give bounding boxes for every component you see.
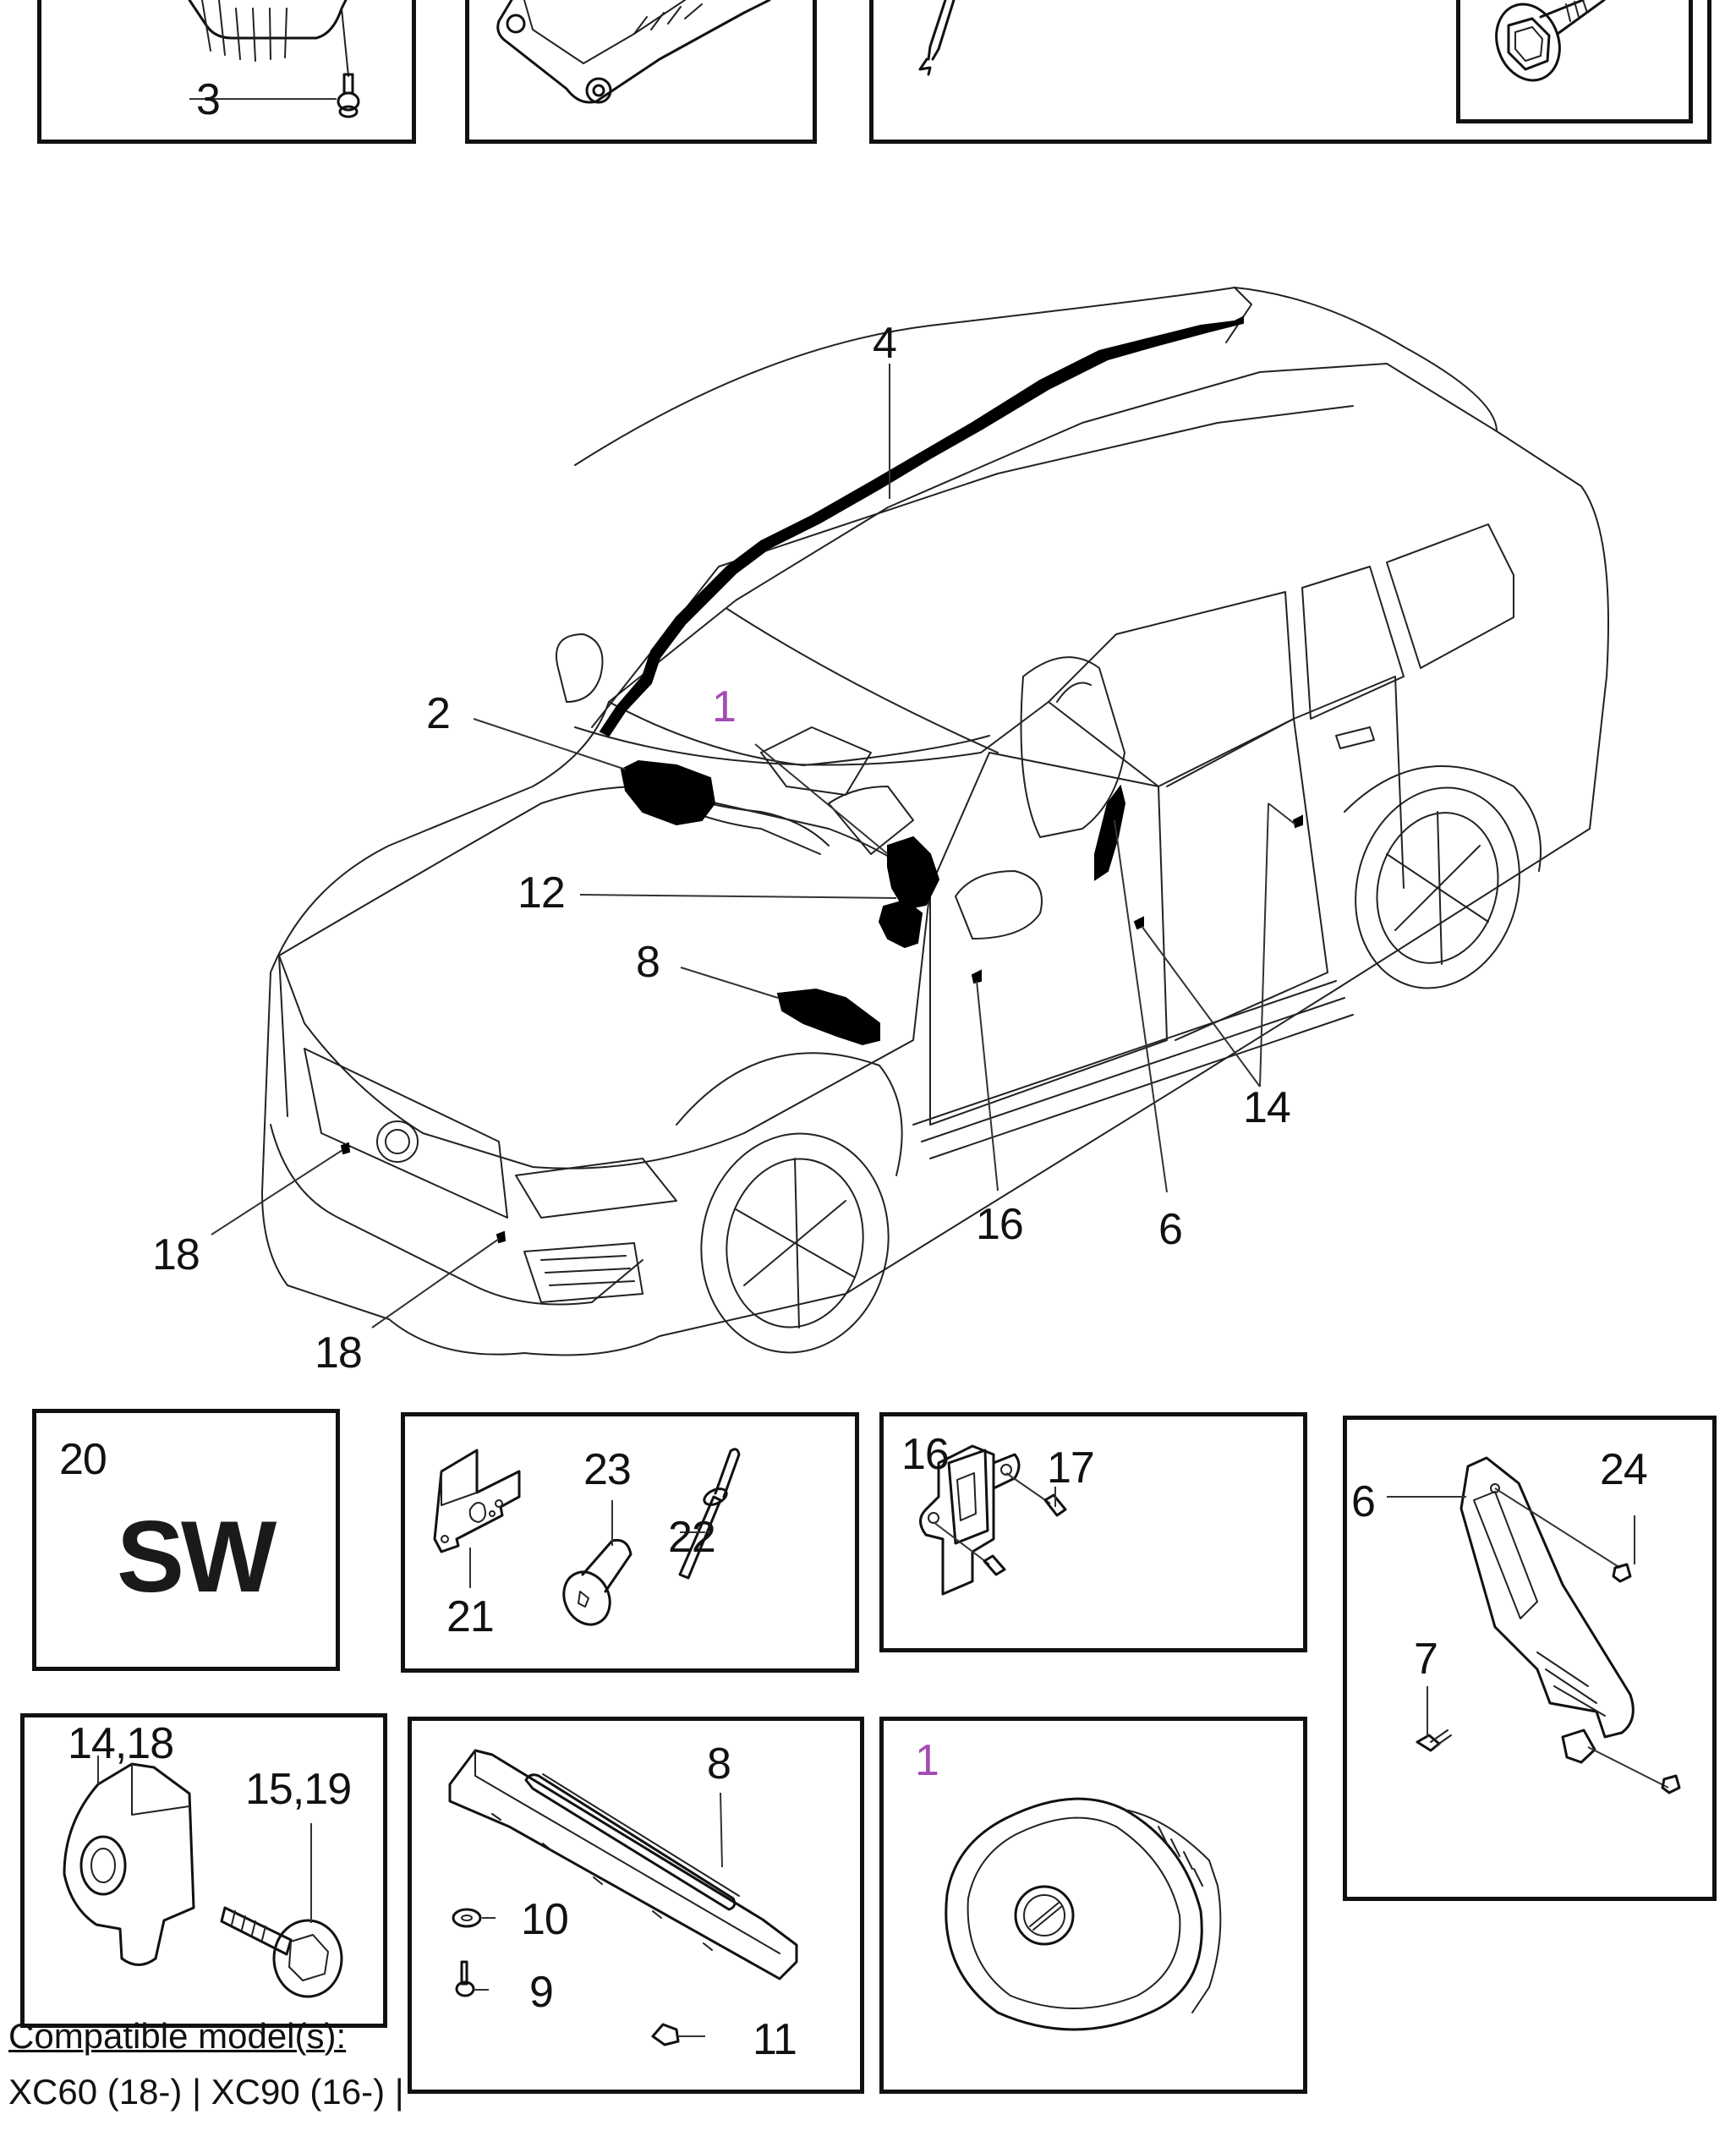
crash-sensor-illustration [919, 1444, 1067, 1596]
crash-sensor-panel [879, 1412, 1307, 1652]
callout-6-panel: 6 [1351, 1477, 1376, 1526]
callout-15-19: 15,19 [245, 1765, 352, 1814]
callout-24: 24 [1600, 1445, 1648, 1494]
top-panel-a [37, 0, 416, 144]
callout-1-panel: 1 [915, 1736, 939, 1785]
callout-12: 12 [518, 868, 566, 918]
callout-2: 2 [426, 689, 451, 738]
software-panel [32, 1409, 340, 1671]
callout-1-steering-airbag: 1 [712, 682, 737, 731]
callout-23: 23 [583, 1445, 632, 1494]
callout-18-right: 18 [315, 1328, 363, 1378]
callout-22: 22 [668, 1513, 716, 1562]
compatible-models-list: XC60 (18-) | XC90 (16-) | [8, 2072, 404, 2112]
callout-21: 21 [446, 1592, 495, 1641]
vehicle-overview-illustration [211, 287, 1609, 1356]
knee-airbag-illustration [448, 1749, 798, 2046]
callout-8: 8 [636, 938, 660, 987]
callout-18-left: 18 [152, 1230, 200, 1279]
callout-16-panel: 16 [901, 1430, 950, 1479]
callout-3: 3 [196, 75, 221, 124]
steering-airbag-illustration [945, 1797, 1222, 2031]
harness-illustration [918, 0, 956, 76]
callout-6: 6 [1158, 1205, 1183, 1254]
callout-14-18: 14,18 [68, 1719, 174, 1768]
flange-bolt-illustration [1495, 0, 1606, 82]
callout-20: 20 [59, 1435, 107, 1484]
compatible-models-title: Compatible model(s): [8, 2016, 347, 2056]
bracket-rivet-illustration [433, 1448, 741, 1626]
side-airbag-illustration [1387, 1456, 1681, 1794]
control-module-illustration [188, 0, 360, 118]
callout-16: 16 [976, 1200, 1024, 1249]
steering-airbag-panel [879, 1717, 1307, 2094]
callout-9: 9 [529, 1968, 554, 2017]
callout-11: 11 [753, 2015, 797, 2064]
airbag-module-illustration [496, 0, 771, 104]
software-label: SW [117, 1500, 277, 1613]
callout-14: 14 [1243, 1083, 1291, 1132]
impact-sensor-illustration [63, 1756, 343, 1998]
knee-airbag-panel [408, 1717, 864, 2094]
callout-8-panel: 8 [707, 1739, 731, 1789]
callout-4: 4 [873, 319, 897, 368]
callout-10: 10 [521, 1895, 569, 1944]
callout-17: 17 [1047, 1443, 1095, 1493]
callout-7: 7 [1414, 1635, 1438, 1684]
